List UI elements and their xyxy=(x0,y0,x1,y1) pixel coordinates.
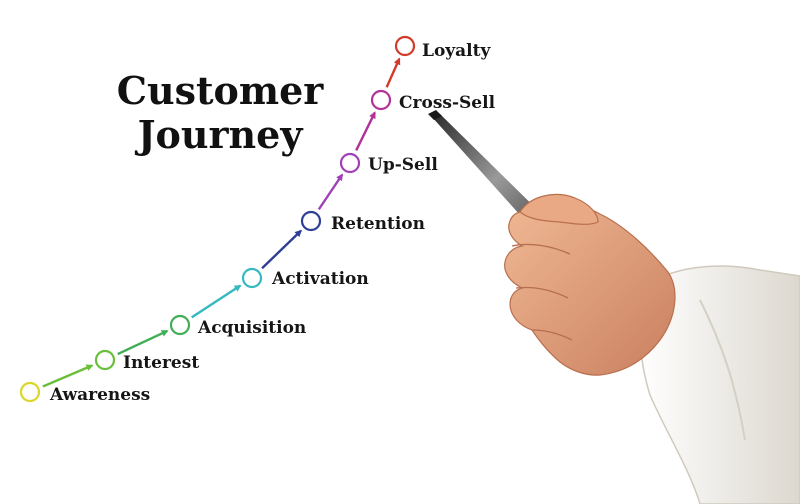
stage-marker-up-sell xyxy=(339,152,361,174)
stage-marker-cross-sell xyxy=(370,89,392,111)
stage-label-cross-sell: Cross-Sell xyxy=(399,93,496,113)
arrow-cross-sell-to-loyalty xyxy=(385,57,401,88)
finger-crease-2 xyxy=(515,286,569,299)
stage-label-up-sell: Up-Sell xyxy=(368,155,438,175)
pen-tip xyxy=(428,110,442,120)
journey-arrows xyxy=(42,57,401,388)
stage-label-acquisition: Acquisition xyxy=(197,318,306,338)
hand xyxy=(504,202,676,376)
stage-activation: Activation xyxy=(241,267,369,289)
stage-retention: Retention xyxy=(300,210,425,234)
stage-awareness: Awareness xyxy=(19,381,150,405)
sleeve-fold xyxy=(699,299,746,441)
arrow-retention-to-up-sell xyxy=(317,173,344,211)
arrow-up-sell-to-cross-sell xyxy=(355,111,376,151)
title-line-1: Customer xyxy=(117,68,325,113)
stage-label-interest: Interest xyxy=(123,353,199,373)
arrow-interest-to-acquisition xyxy=(117,329,169,356)
arrow-acquisition-to-activation xyxy=(191,284,242,319)
finger-crease-1 xyxy=(511,243,571,255)
stage-up-sell: Up-Sell xyxy=(339,152,438,175)
stage-marker-interest xyxy=(94,349,116,371)
stage-label-activation: Activation xyxy=(271,269,369,289)
arrow-awareness-to-interest xyxy=(42,364,94,388)
stage-interest: Interest xyxy=(94,349,199,373)
arrow-activation-to-retention xyxy=(261,229,302,270)
stage-marker-awareness xyxy=(19,381,41,403)
stage-marker-retention xyxy=(300,210,322,232)
stage-label-loyalty: Loyalty xyxy=(422,41,491,61)
stage-label-awareness: Awareness xyxy=(49,385,150,405)
finger-crease-3 xyxy=(531,329,573,341)
stage-loyalty: Loyalty xyxy=(394,35,491,61)
journey-stages: Awareness Interest Acquisition Activatio… xyxy=(19,35,496,405)
stage-marker-loyalty xyxy=(394,35,416,57)
stage-label-retention: Retention xyxy=(331,214,425,234)
stage-marker-activation xyxy=(241,267,263,289)
stage-cross-sell: Cross-Sell xyxy=(370,89,496,113)
stage-acquisition: Acquisition xyxy=(169,314,306,338)
hand-holding-pen-illustration xyxy=(428,110,800,504)
title-block: Customer Journey xyxy=(117,68,325,157)
title-line-2: Journey xyxy=(135,112,304,157)
stage-marker-acquisition xyxy=(169,314,191,336)
thumb xyxy=(519,193,599,225)
